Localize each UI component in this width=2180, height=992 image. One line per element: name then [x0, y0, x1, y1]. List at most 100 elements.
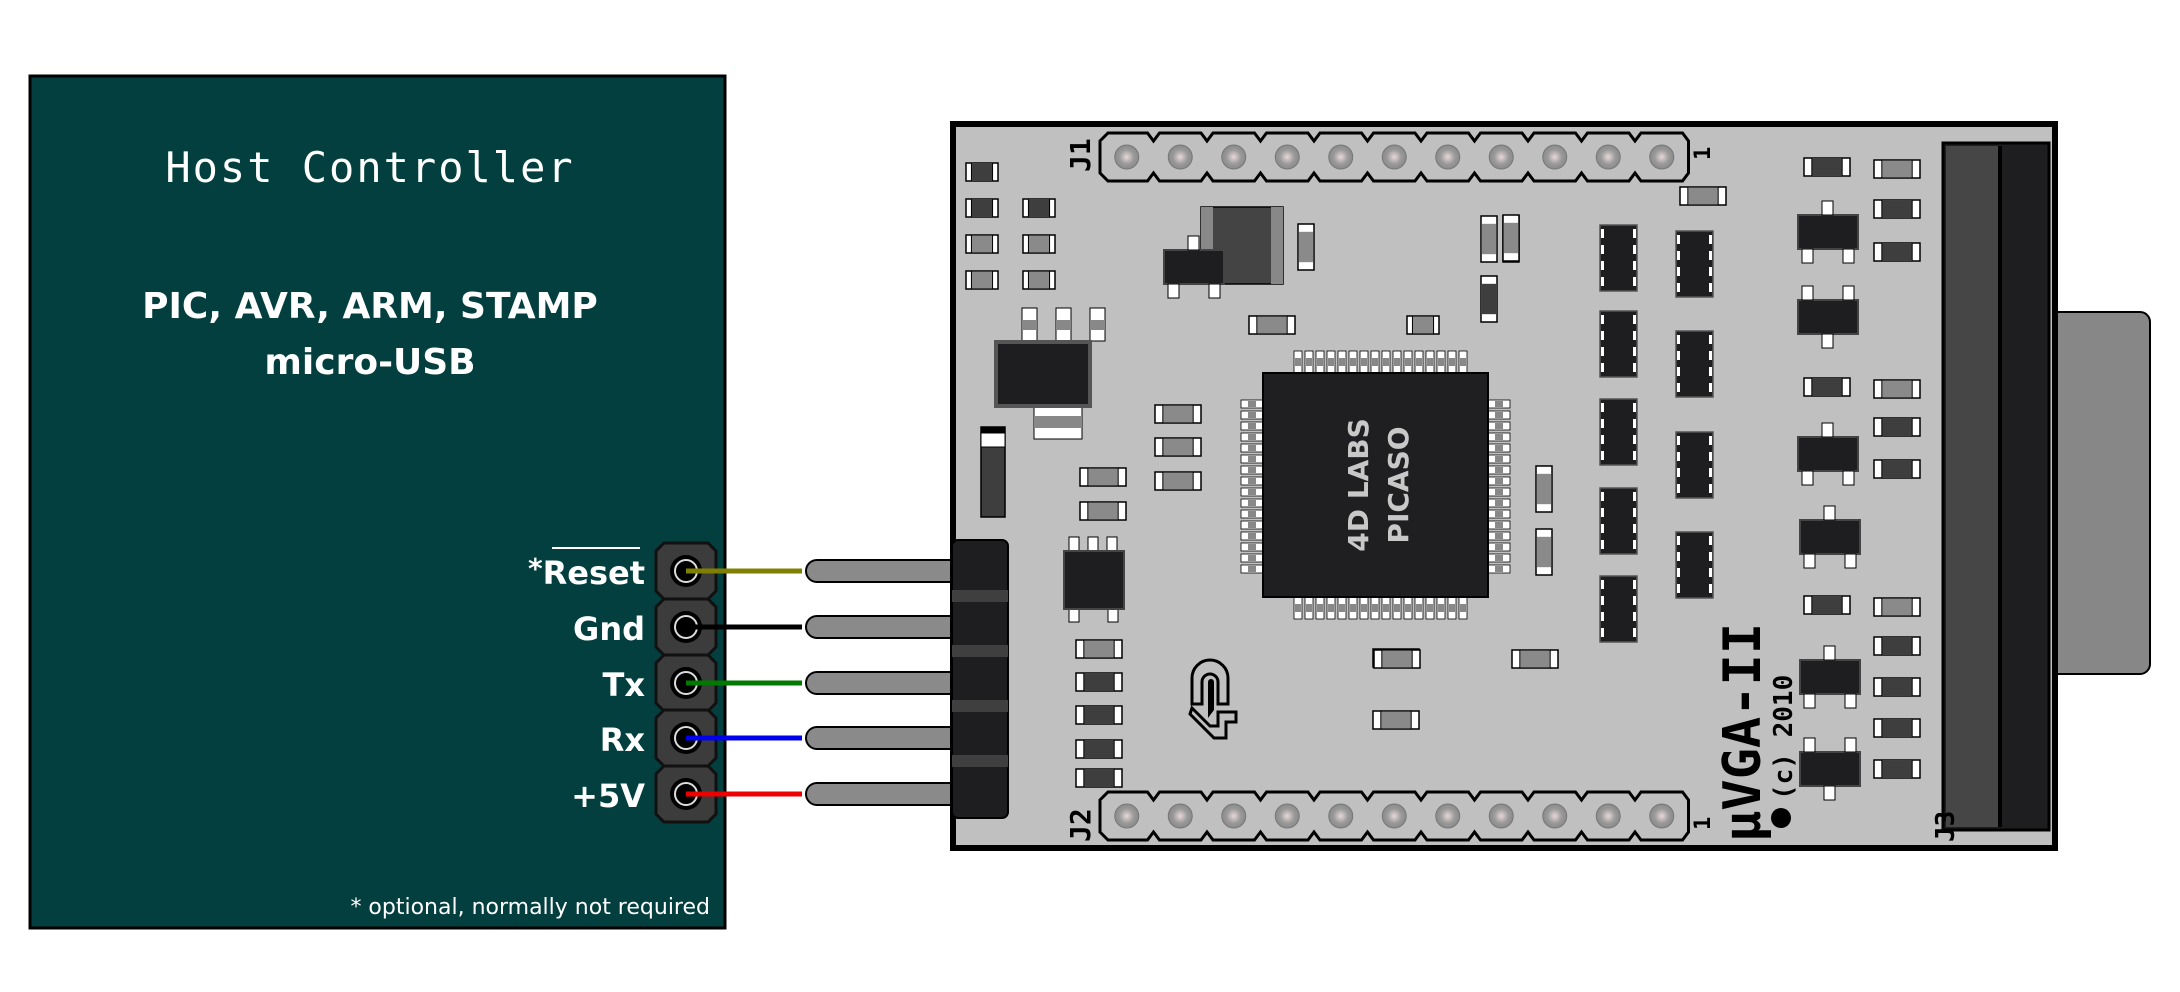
sot23-transistor	[1163, 235, 1225, 299]
smd-resistor	[965, 198, 999, 218]
header-pad	[1542, 144, 1568, 170]
smd-resistor	[1079, 467, 1127, 487]
host-title: Host Controller	[165, 143, 574, 192]
smd-resistor	[1502, 214, 1520, 262]
smd-resistor	[1248, 315, 1296, 335]
smd-resistor	[1075, 672, 1123, 692]
inductor	[1200, 206, 1284, 285]
smd-resistor	[1873, 242, 1921, 262]
smd-resistor	[1873, 759, 1921, 779]
j2-label: J2	[1064, 808, 1097, 842]
smd-resistor	[1535, 528, 1553, 576]
host-micro-usb: micro-USB	[264, 342, 475, 383]
host-controller-panel: Host Controller PIC, AVR, ARM, STAMP mic…	[28, 74, 727, 930]
smd-resistor	[1873, 597, 1921, 617]
header-pad	[1435, 803, 1461, 829]
smd-resistor	[1873, 677, 1921, 697]
smd-resistor	[1022, 234, 1056, 254]
smd-resistor	[1873, 459, 1921, 479]
header-pad	[1488, 144, 1514, 170]
smd-resistor	[1873, 159, 1921, 179]
smd-resistor	[1297, 223, 1315, 271]
host-supported-mcus: PIC, AVR, ARM, STAMP	[142, 286, 598, 327]
module-name-label: μVGA-II	[1713, 623, 1773, 842]
header-pad	[1274, 803, 1300, 829]
smd-resistor	[1480, 215, 1498, 263]
sot23-transistor	[1799, 645, 1861, 709]
4d-systems-logo-icon	[1188, 658, 1238, 740]
dip8-ic	[1599, 398, 1638, 466]
dip8-ic	[1599, 487, 1638, 555]
smd-resistor	[1873, 718, 1921, 738]
j1-label: J1	[1064, 138, 1097, 172]
header-pad	[1488, 803, 1514, 829]
pin-label-tx: Tx	[603, 666, 646, 704]
module-copyright-label: (c) 2010	[1769, 675, 1799, 800]
smd-resistor	[1873, 199, 1921, 219]
cable-connector-plug	[951, 539, 1009, 819]
voltage-regulator	[994, 307, 1106, 440]
j1-pin1-marker: 1	[1691, 147, 1716, 160]
header-pad	[1221, 144, 1247, 170]
header-pad	[1328, 803, 1354, 829]
header-pad	[1595, 144, 1621, 170]
smd-resistor	[1372, 710, 1420, 730]
header-pad	[1328, 144, 1354, 170]
smd-resistor	[1511, 649, 1559, 669]
smd-resistor	[1075, 639, 1123, 659]
smd-resistor	[1075, 739, 1123, 759]
smd-resistor	[1154, 404, 1202, 424]
dip8-ic	[1675, 230, 1714, 298]
chip-maker-label: 4D LABS	[1342, 418, 1375, 552]
smd-resistor	[1154, 471, 1202, 491]
smd-resistor	[1803, 377, 1851, 397]
smd-resistor	[1679, 186, 1727, 206]
header-pad	[1221, 803, 1247, 829]
header-pad	[1542, 803, 1568, 829]
j3-connector	[1941, 141, 2051, 832]
smd-resistor	[1873, 379, 1921, 399]
header-pad	[1595, 803, 1621, 829]
smd-resistor	[1075, 705, 1123, 725]
dip8-ic	[1675, 330, 1714, 398]
tantalum-capacitor	[980, 426, 1006, 518]
pin-label-reset: *Reset	[528, 552, 645, 592]
header-pad	[1274, 144, 1300, 170]
smd-resistor	[965, 270, 999, 290]
sot23-transistor	[1799, 505, 1861, 569]
sot23-transistor	[1797, 422, 1859, 486]
header-pad	[1435, 144, 1461, 170]
smd-resistor	[1803, 595, 1851, 615]
smd-resistor	[1873, 417, 1921, 437]
header-pad	[1381, 144, 1407, 170]
smd-resistor	[965, 162, 999, 182]
pin-label-rx: Rx	[600, 721, 646, 759]
sot23-transistor	[1797, 285, 1859, 349]
smd-resistor	[1022, 198, 1056, 218]
dip8-ic	[1599, 310, 1638, 378]
uvga-ii-module: J3 4D LABS PICASO J1 1 J2 1 μVGA-II (c) …	[950, 121, 2151, 851]
header-pad	[1114, 144, 1140, 170]
header-pad	[1167, 803, 1193, 829]
j2-header	[1098, 790, 1690, 842]
smd-resistor	[1022, 270, 1056, 290]
j1-header	[1098, 131, 1690, 183]
chip-model-label: PICASO	[1382, 426, 1415, 543]
pin1-dot-icon	[1771, 808, 1791, 828]
smd-resistor	[965, 234, 999, 254]
dip8-ic	[1599, 224, 1638, 292]
smd-resistor	[1075, 768, 1123, 788]
pin-label-gnd: Gnd	[573, 610, 645, 648]
header-pad	[1114, 803, 1140, 829]
smd-resistor	[1535, 465, 1553, 513]
sot23-transistor	[1797, 200, 1859, 264]
smd-resistor	[1803, 157, 1851, 177]
dip8-ic	[1675, 531, 1714, 599]
smd-resistor	[1873, 636, 1921, 656]
smd-resistor	[1154, 437, 1202, 457]
picaso-chip: 4D LABS PICASO	[1240, 350, 1511, 620]
j3-label: J3	[1931, 811, 1961, 842]
footnote: * optional, normally not required	[350, 895, 710, 920]
header-pad	[1649, 803, 1675, 829]
